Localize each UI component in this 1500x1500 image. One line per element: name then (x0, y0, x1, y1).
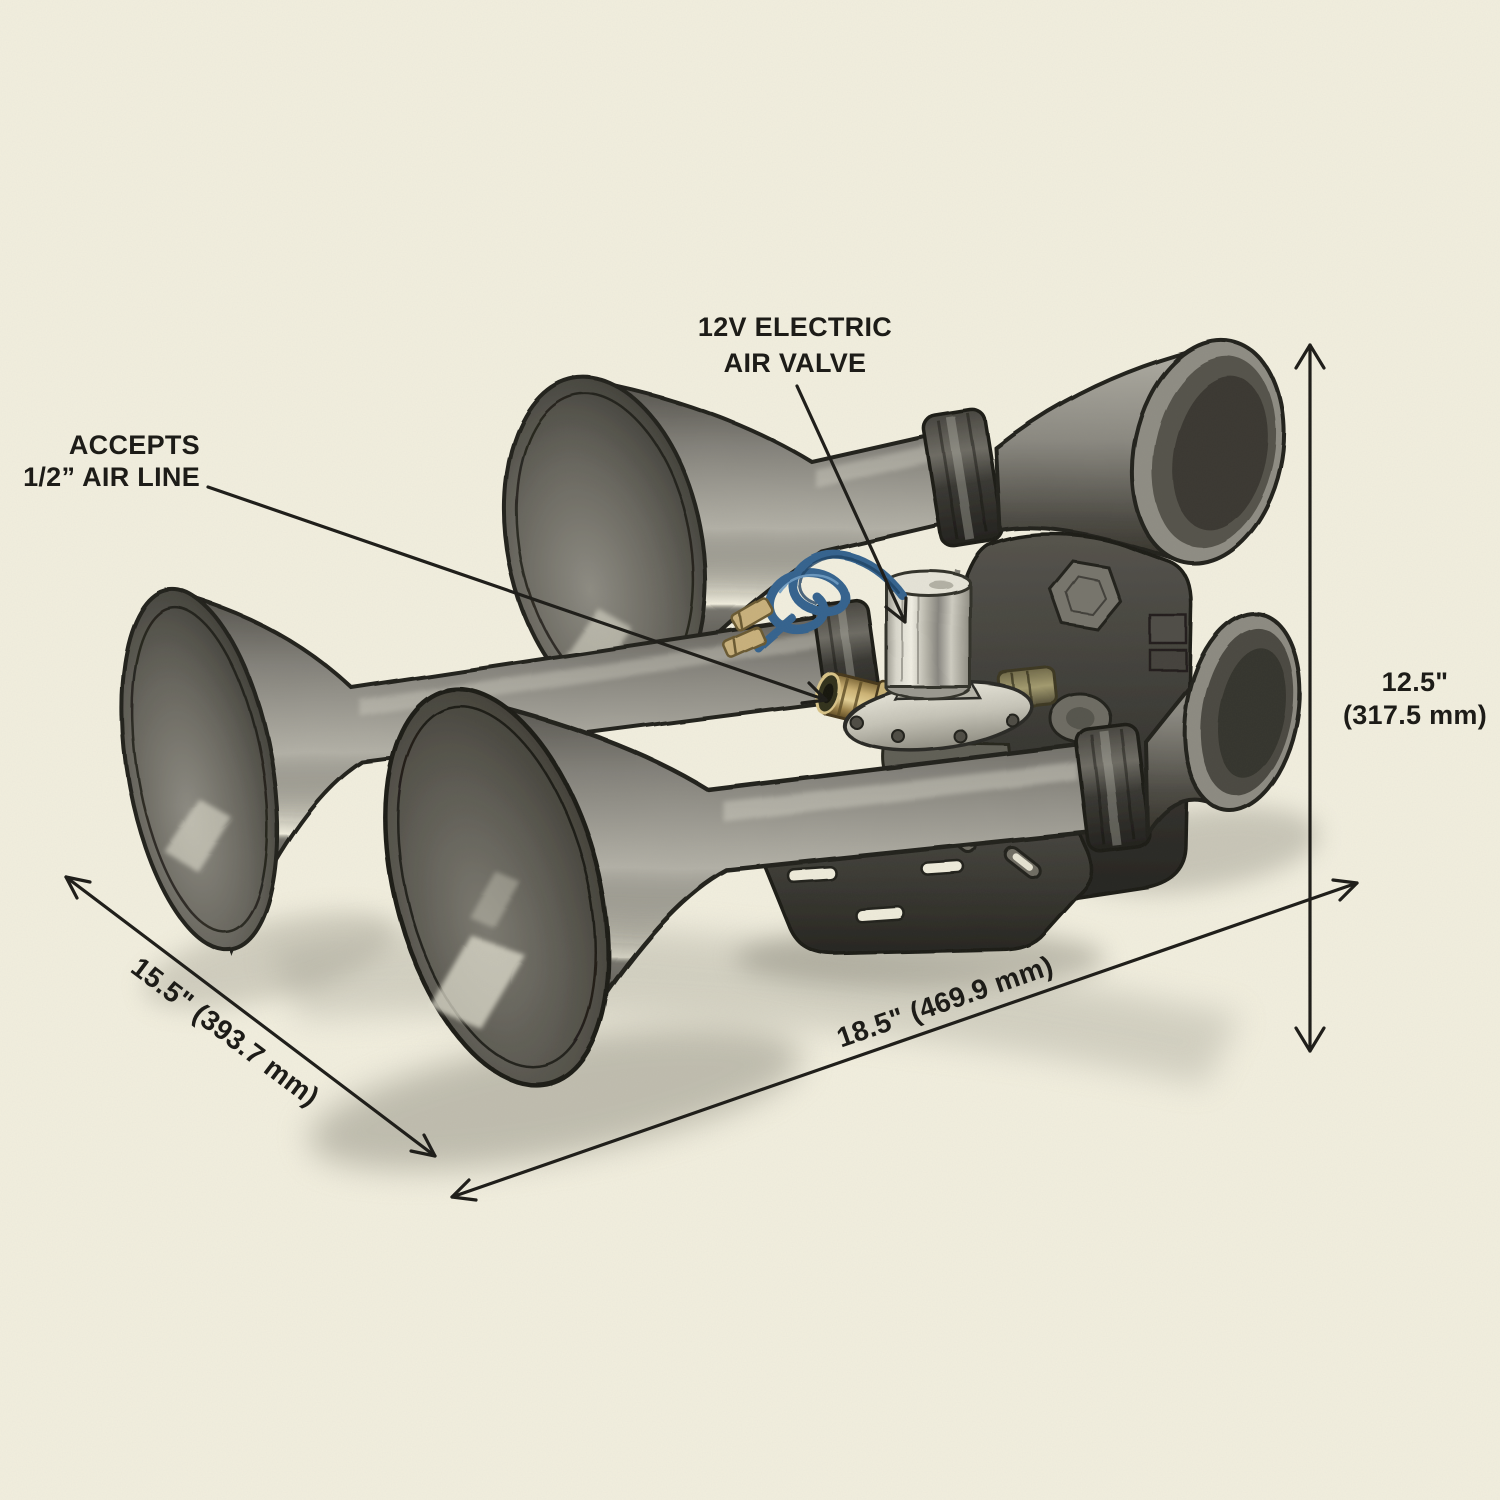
height-dimension-metric: (317.5 mm) (1342, 700, 1488, 730)
air-valve-callout-label: 12V ELECTRIC AIR VALVE (595, 309, 995, 381)
air-line-callout-label: ACCEPTS 1/2” AIR LINE (0, 429, 200, 493)
air-valve-callout-line1: 12V ELECTRIC (697, 312, 893, 342)
height-dimension-label: 12.5" (317.5 mm) (1322, 666, 1500, 732)
height-dimension-inches: 12.5" (1381, 667, 1449, 697)
air-line-callout-line2: 1/2” AIR LINE (23, 462, 200, 492)
air-line-callout-line1: ACCEPTS (68, 430, 200, 460)
air-valve-callout-line2: AIR VALVE (723, 348, 867, 378)
